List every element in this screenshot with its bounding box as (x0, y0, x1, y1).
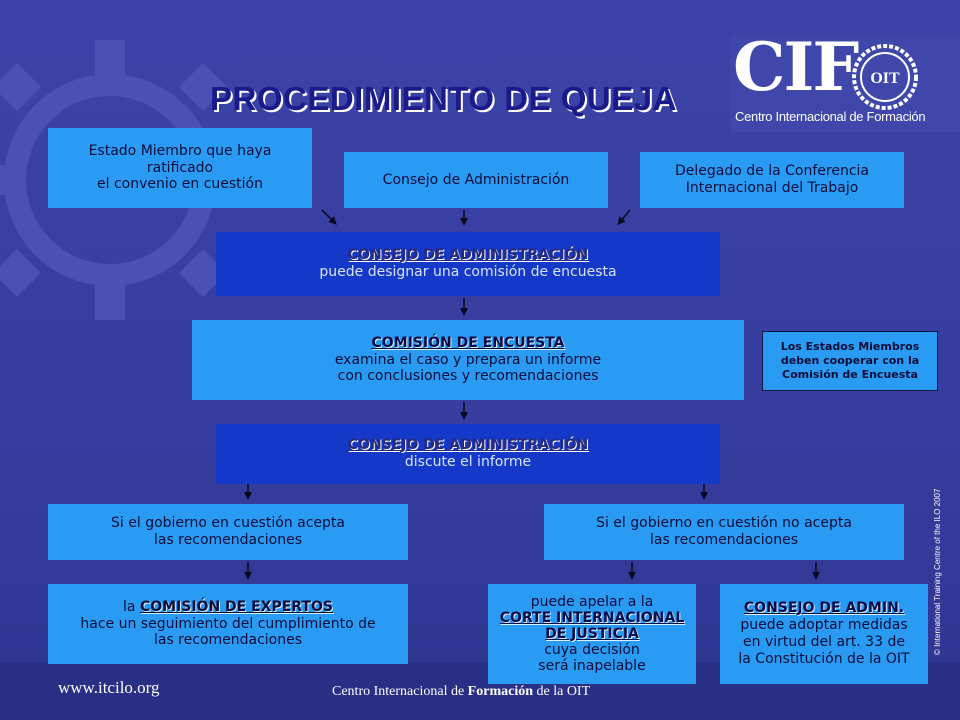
note-line-3: Comisión de Encuesta (782, 368, 918, 382)
comision-line-1: examina el caso y prepara un informe (334, 351, 602, 368)
box-consejo-discute: CONSEJO DE ADMINISTRACIÓN discute el inf… (216, 424, 720, 484)
corte-line-top: puede apelar a la (530, 593, 654, 610)
corte-heading-2: DE JUSTICIA (545, 625, 639, 642)
consejo1-text: puede designar una comisión de encuesta (319, 264, 617, 280)
expertos-first-line: la COMISIÓN DE EXPERTOS (123, 599, 333, 616)
estado-line-2: ratificado (146, 159, 214, 176)
box-estado-miembro: Estado Miembro que haya ratificado el co… (48, 128, 312, 208)
note-line-2: deben cooperar con la (780, 353, 920, 367)
expertos-prefix: la (123, 598, 136, 615)
box-consejo-designa: CONSEJO DE ADMINISTRACIÓN puede designar… (216, 232, 720, 296)
footer-text-pre: Centro Internacional de (332, 684, 468, 699)
delegado-line-2: Internacional del Trabajo (685, 180, 859, 196)
box-consejo-administracion-top: Consejo de Administración (344, 152, 608, 208)
expertos-line-1: hace un seguimiento del cumplimiento de (80, 615, 376, 632)
expertos-heading: COMISIÓN DE EXPERTOS (139, 598, 333, 615)
expertos-line-2: las recomendaciones (153, 632, 303, 649)
comision-line-2: con conclusiones y recomendaciones (337, 368, 599, 385)
box-consejo-admin-medidas: CONSEJO DE ADMIN. puede adoptar medidas … (720, 584, 928, 684)
footer-url[interactable]: www.itcilo.org (58, 678, 160, 697)
no-acepta-line-1: Si el gobierno en cuestión no acepta (596, 515, 852, 532)
oit-seal-icon: OIT (852, 44, 918, 110)
consejo2-text: discute el informe (404, 454, 532, 470)
consejo-top-text: Consejo de Administración (382, 171, 570, 188)
admin-line-1: puede adoptar medidas (740, 617, 908, 634)
footer-text-bold: Formación (467, 684, 533, 699)
box-gobierno-no-acepta: Si el gobierno en cuestión no acepta las… (544, 504, 904, 560)
logo-subtitle: Centro Internacional de Formación (735, 109, 926, 124)
copyright-text: © International Training Centre of the I… (933, 488, 942, 655)
estado-line-3: el convenio en cuestión (97, 176, 263, 193)
note-cooperar: Los Estados Miembros deben cooperar con … (762, 331, 938, 391)
box-delegado: Delegado de la Conferencia Internacional… (640, 152, 904, 208)
box-comision-expertos: la COMISIÓN DE EXPERTOS hace un seguimie… (48, 584, 408, 664)
box-comision-encuesta: COMISIÓN DE ENCUESTA examina el caso y p… (192, 320, 744, 400)
acepta-line-2: las recomendaciones (153, 532, 303, 548)
consejo1-heading: CONSEJO DE ADMINISTRACIÓN (347, 247, 589, 264)
corte-line-bottom-2: será inapelable (538, 658, 646, 675)
estado-line-1: Estado Miembro que haya (88, 142, 272, 159)
comision-heading: COMISIÓN DE ENCUESTA (371, 334, 565, 351)
oit-seal-text: OIT (870, 70, 900, 87)
box-gobierno-acepta: Si el gobierno en cuestión acepta las re… (48, 504, 408, 560)
logo-panel (730, 36, 960, 132)
consejo2-heading: CONSEJO DE ADMINISTRACIÓN (347, 437, 589, 454)
cif-logo: CIF (733, 28, 859, 106)
box-corte-internacional: puede apelar a la CORTE INTERNACIONAL DE… (488, 584, 696, 684)
note-line-1: Los Estados Miembros (780, 339, 920, 353)
admin-heading: CONSEJO DE ADMIN. (743, 600, 905, 617)
admin-line-2: en virtud del art. 33 de (743, 634, 905, 650)
page-title: PROCEDIMIENTO DE QUEJA (210, 80, 677, 117)
acepta-line-1: Si el gobierno en cuestión acepta (111, 515, 345, 532)
corte-line-bottom-1: cuya decisión (544, 642, 640, 659)
footer-text: Centro Internacional de Formación de la … (332, 684, 590, 700)
delegado-line-1: Delegado de la Conferencia (675, 163, 869, 180)
admin-line-3: la Constitución de la OIT (738, 650, 910, 667)
footer-text-post: de la OIT (533, 684, 591, 699)
no-acepta-line-2: las recomendaciones (649, 532, 799, 548)
corte-heading-1: CORTE INTERNACIONAL (499, 609, 685, 626)
